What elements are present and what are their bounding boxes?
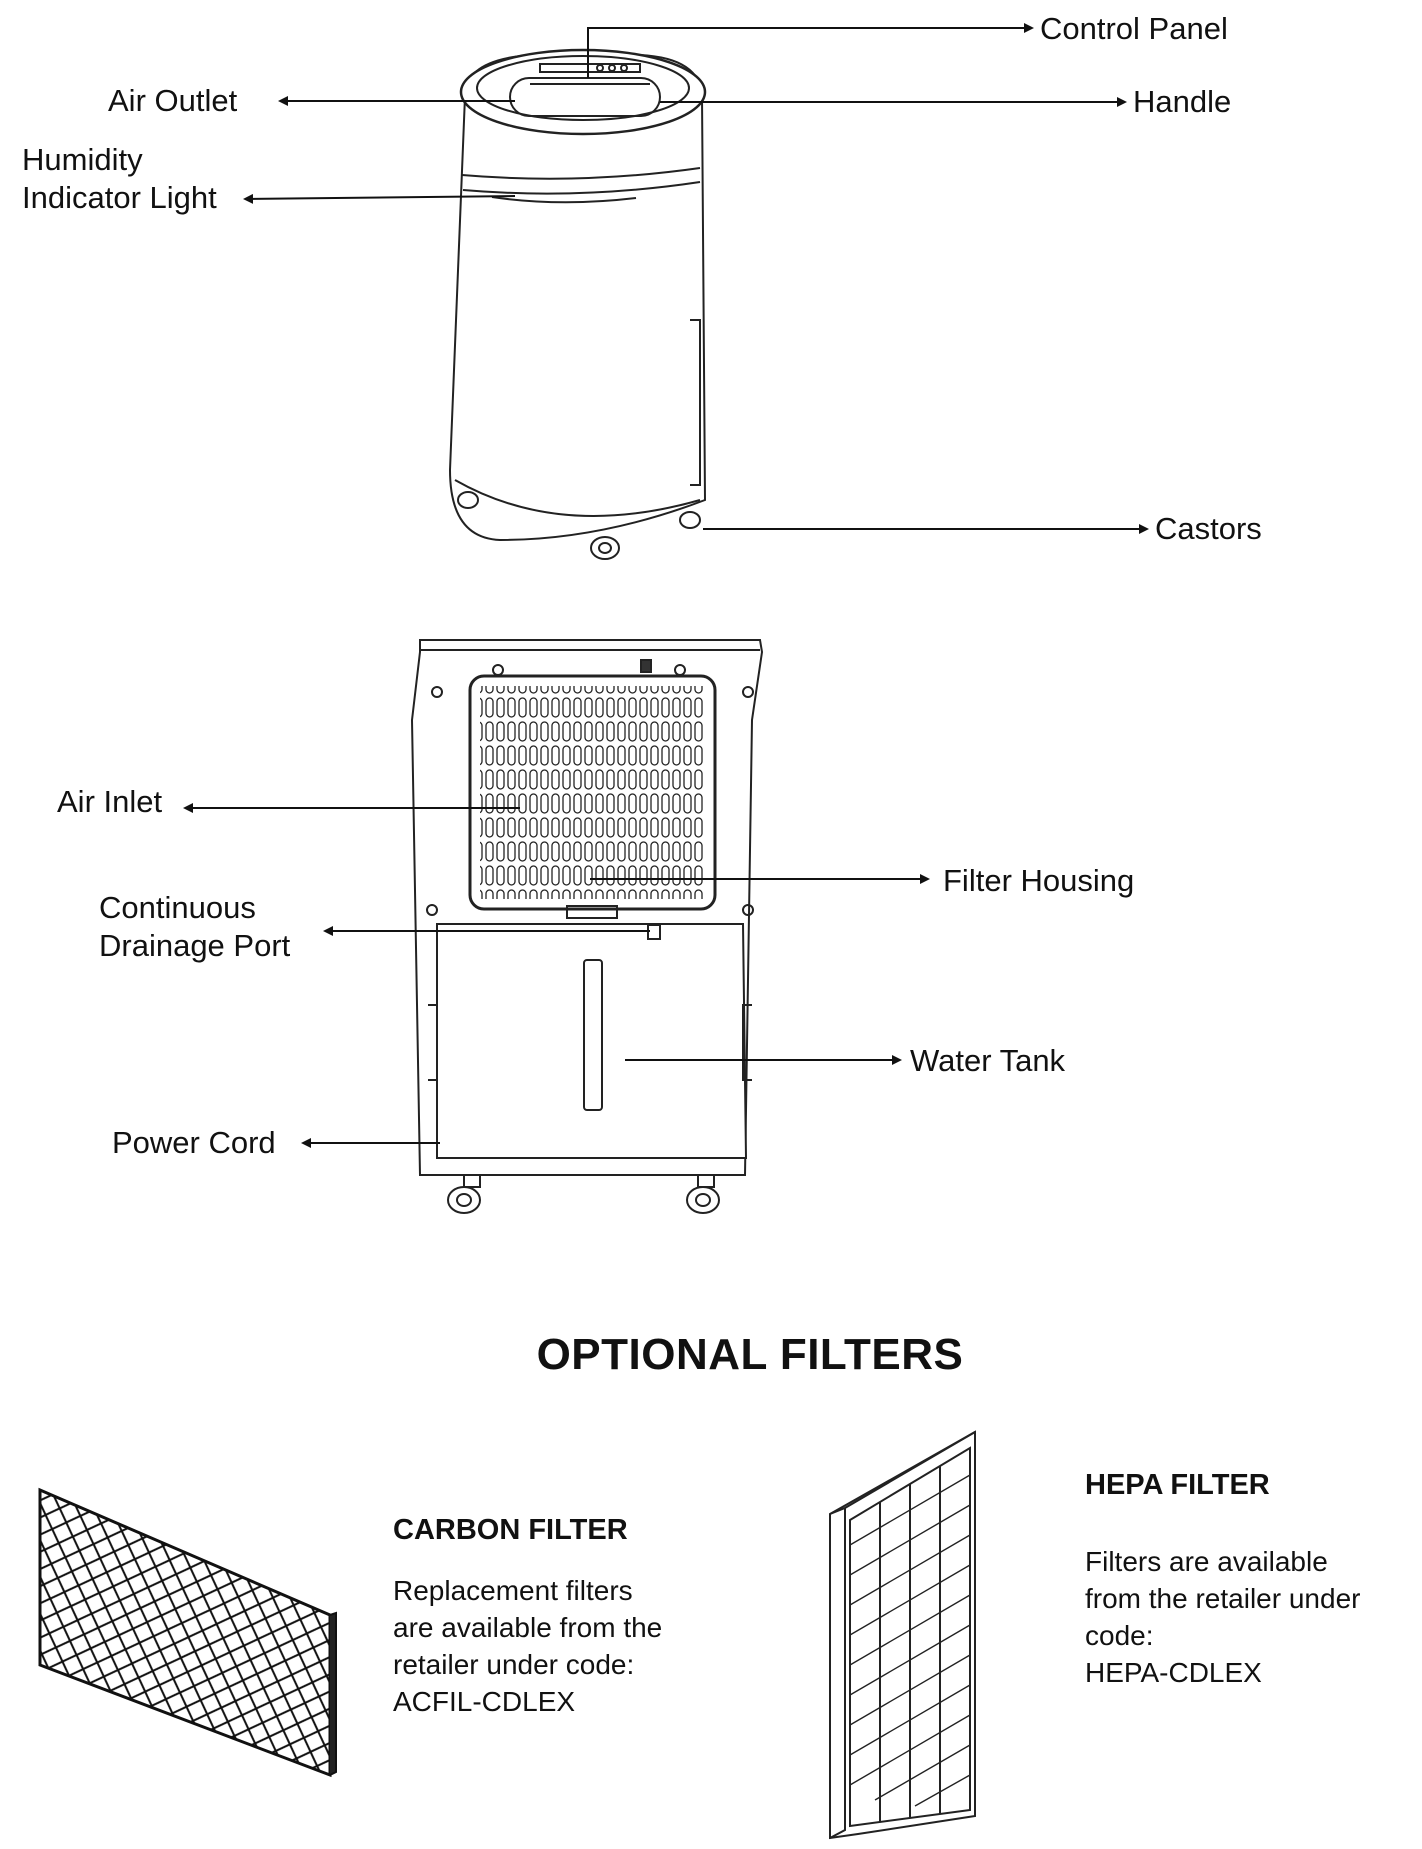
hepa-desc-line: from the retailer under	[1085, 1583, 1361, 1614]
label-power-cord: Power Cord	[112, 1125, 276, 1160]
carbon-desc-line: are available from the	[393, 1612, 663, 1643]
carbon-filter-title: CARBON FILTER	[393, 1514, 628, 1546]
label-castors: Castors	[1155, 511, 1262, 546]
optional-filters-title: OPTIONAL FILTERS	[536, 1330, 964, 1379]
label-water-tank: Water Tank	[910, 1043, 1066, 1078]
label-control-panel: Control Panel	[1040, 11, 1228, 46]
carbon-desc-line: Replacement filters	[393, 1575, 633, 1606]
carbon-filter-description: Replacement filters are available from t…	[393, 1572, 662, 1720]
carbon-code: ACFIL-CDLEX	[393, 1686, 576, 1717]
hepa-desc-line: Filters are available	[1085, 1546, 1328, 1577]
label-continuous-line1: Continuous	[99, 890, 256, 925]
label-handle: Handle	[1133, 84, 1232, 119]
front-unit-drawing	[448, 48, 707, 560]
hepa-filter-drawing	[829, 1430, 976, 1840]
label-continuous-drainage: Continuous Drainage Port	[99, 889, 290, 965]
hepa-filter-description: Filters are available from the retailer …	[1085, 1543, 1360, 1691]
label-humidity-indicator: Humidity Indicator Light	[22, 141, 217, 217]
label-air-inlet: Air Inlet	[57, 784, 163, 819]
label-filter-housing: Filter Housing	[943, 863, 1135, 898]
label-humidity-line1: Humidity	[22, 142, 143, 177]
hepa-filter-title: HEPA FILTER	[1085, 1469, 1270, 1501]
label-humidity-line2: Indicator Light	[22, 180, 217, 215]
humidity-light-pointer	[243, 193, 516, 204]
hepa-desc-line: code:	[1085, 1620, 1154, 1651]
carbon-desc-line: retailer under code:	[393, 1649, 635, 1680]
label-continuous-line2: Drainage Port	[99, 928, 291, 963]
callout-lines	[183, 23, 1149, 1148]
label-air-outlet: Air Outlet	[108, 83, 238, 118]
control-panel-pointer	[587, 23, 1034, 78]
back-unit-drawing	[410, 639, 764, 1214]
hepa-code: HEPA-CDLEX	[1085, 1657, 1262, 1688]
carbon-filter-drawing	[38, 1487, 337, 1778]
